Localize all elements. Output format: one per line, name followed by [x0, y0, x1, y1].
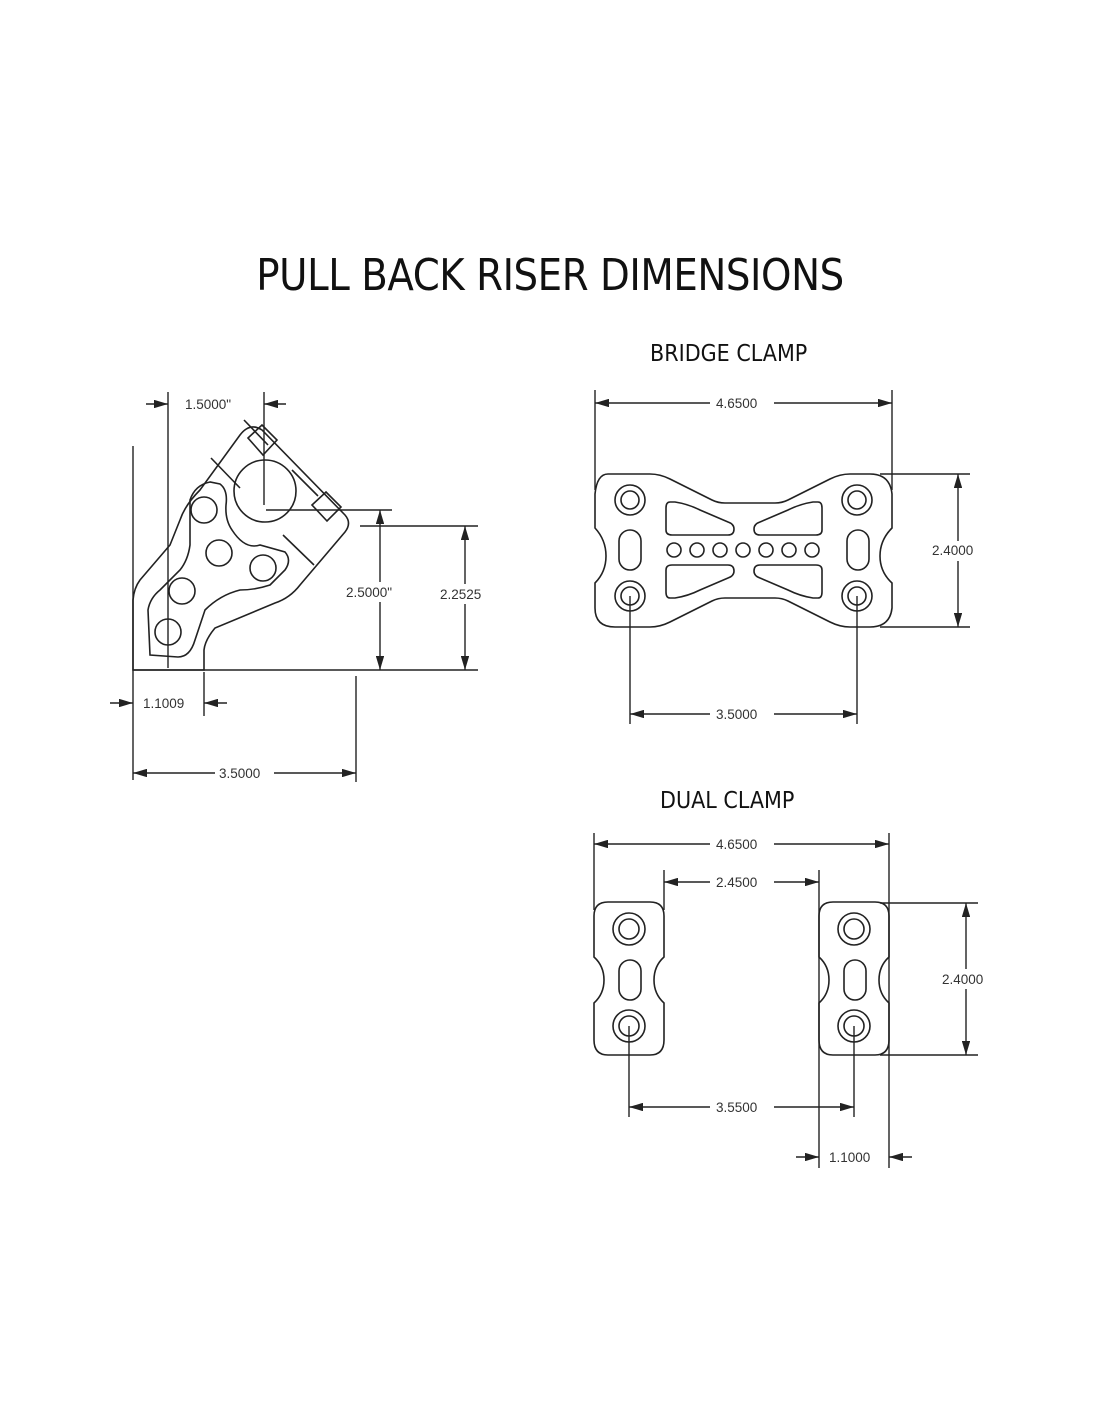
dual-clamp-dim-height: 2.4000: [942, 972, 983, 987]
dual-clamp-dim-inner-gap: 2.4500: [716, 875, 757, 890]
bridge-clamp-drawing: 4.6500 2.4000 3.5000: [594, 390, 988, 724]
bridge-clamp-dim-height: 2.4000: [932, 543, 973, 558]
riser-dim-height-center: 2.5000": [346, 585, 392, 600]
riser-dim-overall-width: 3.5000: [219, 766, 260, 781]
riser-inner-pocket: [147, 481, 290, 658]
bridge-clamp-hole-row: [666, 542, 820, 558]
bridge-clamp-dim-overall-width: 4.6500: [716, 396, 757, 411]
riser-dim-height: 2.2525: [440, 587, 481, 602]
riser-dim-base-offset: 1.1009: [143, 696, 184, 711]
page-title: PULL BACK RISER DIMENSIONS: [256, 250, 844, 301]
dual-clamp-right-piece: [818, 901, 890, 1056]
bridge-clamp-dim-hole-spacing: 3.5000: [716, 707, 757, 722]
bridge-clamp-label: BRIDGE CLAMP: [650, 341, 808, 367]
dual-clamp-dim-overall-width: 4.6500: [716, 837, 757, 852]
dual-clamp-dim-piece-width: 1.1000: [829, 1150, 870, 1165]
dual-clamp-dim-hole-spacing: 3.5500: [716, 1100, 757, 1115]
riser-bar-bore: [233, 459, 297, 523]
bridge-clamp-outline: [594, 473, 893, 628]
riser-outline: [132, 426, 350, 671]
dual-clamp-label: DUAL CLAMP: [660, 788, 795, 814]
riser-dim-top-width: 1.5000": [185, 397, 231, 412]
dual-clamp-drawing: 4.6500 2.4500 2.4000 3.5500 1.1000: [593, 833, 998, 1168]
riser-drawing: 1.5000" 2.5000" 2.2525 1.1009 3.5000: [110, 392, 496, 782]
dual-clamp-left-piece: [593, 901, 665, 1056]
